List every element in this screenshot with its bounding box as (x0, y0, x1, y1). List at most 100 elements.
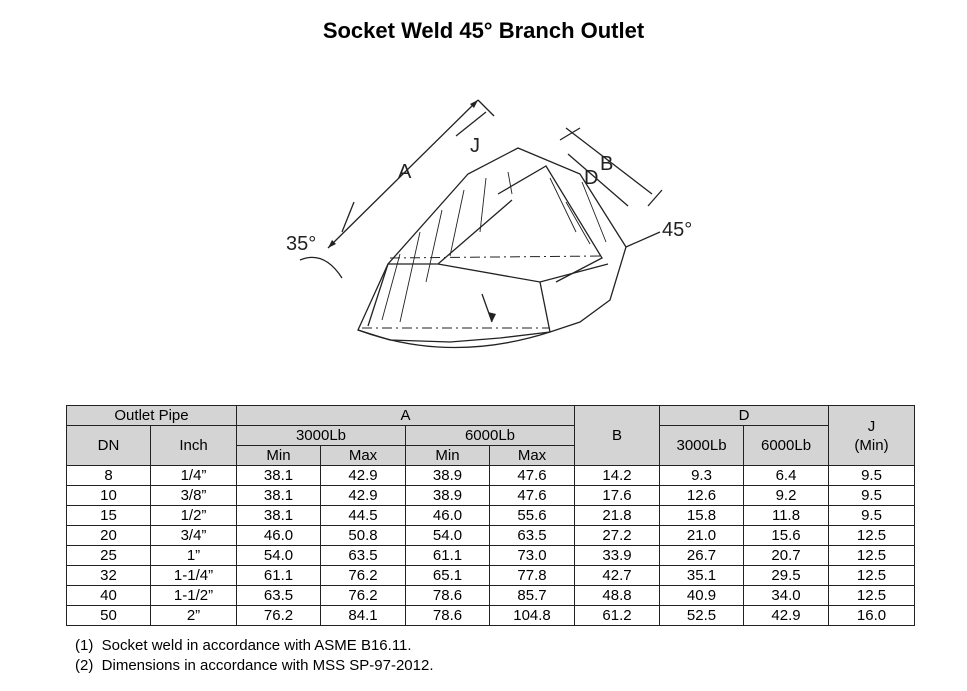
cell-j: 9.5 (828, 505, 916, 526)
table-row: 25 1” 54.0 63.5 61.1 73.0 33.9 26.7 20.7… (66, 545, 916, 566)
table-row: 50 2” 76.2 84.1 78.6 104.8 61.2 52.5 42.… (66, 605, 916, 626)
cell-d-3000: 12.6 (659, 485, 745, 506)
cell-a-6000-max: 55.6 (488, 505, 576, 526)
cell-inch: 1/4” (150, 465, 237, 486)
label-b: B (600, 153, 613, 175)
cell-a-6000-min: 61.1 (405, 545, 490, 566)
cell-a-6000-max: 73.0 (488, 545, 576, 566)
cell-a-3000-min: 61.1 (236, 565, 321, 586)
cell-d-3000: 35.1 (659, 565, 745, 586)
footnote-2: (2) Dimensions in accordance with MSS SP… (75, 657, 434, 674)
body-outline (357, 147, 627, 343)
header-min-3000: Min (236, 445, 321, 466)
cell-b: 33.9 (574, 545, 661, 566)
label-d: D (584, 167, 598, 189)
table-row: 10 3/8” 38.1 42.9 38.9 47.6 17.6 12.6 9.… (66, 485, 916, 506)
cell-d-6000: 6.4 (743, 465, 830, 486)
header-max-3000: Max (320, 445, 406, 466)
label-j: J (470, 135, 480, 157)
cell-dn: 32 (66, 565, 151, 586)
header-d-3000: 3000Lb (659, 425, 745, 466)
cell-a-6000-min: 78.6 (405, 585, 490, 606)
cell-dn: 50 (66, 605, 151, 626)
cell-dn: 15 (66, 505, 151, 526)
branch-outlet-drawing: A J B D 35° 45° (286, 99, 692, 349)
cell-a-3000-max: 50.8 (320, 525, 406, 546)
label-angle-45: 45° (662, 219, 692, 241)
cell-b: 27.2 (574, 525, 661, 546)
cell-a-3000-min: 76.2 (236, 605, 321, 626)
header-a-3000: 3000Lb (236, 425, 406, 446)
cell-b: 42.7 (574, 565, 661, 586)
header-j: J (Min) (828, 405, 916, 466)
header-a-6000: 6000Lb (404, 425, 576, 446)
cell-j: 9.5 (828, 485, 916, 506)
cell-b: 14.2 (574, 465, 661, 486)
dimensions-table: Outlet Pipe A B D J (Min) DN Inch 3000Lb… (66, 405, 916, 626)
cell-j: 12.5 (828, 525, 916, 546)
cell-d-3000: 52.5 (659, 605, 745, 626)
cell-a-6000-max: 63.5 (488, 525, 576, 546)
cell-inch: 1-1/4” (150, 565, 237, 586)
cell-j: 9.5 (828, 465, 916, 486)
cell-inch: 3/4” (150, 525, 237, 546)
cell-b: 61.2 (574, 605, 661, 626)
header-max-6000: Max (488, 445, 576, 466)
cell-d-3000: 26.7 (659, 545, 745, 566)
cell-j: 12.5 (828, 545, 916, 566)
header-b: B (574, 405, 661, 466)
page-title: Socket Weld 45° Branch Outlet (322, 18, 645, 43)
cell-a-6000-max: 104.8 (488, 605, 576, 626)
cell-a-3000-min: 46.0 (236, 525, 321, 546)
header-d: D (659, 405, 830, 426)
cell-inch: 3/8” (150, 485, 237, 506)
cell-a-6000-min: 54.0 (405, 525, 490, 546)
cell-d-6000: 42.9 (743, 605, 830, 626)
cell-d-3000: 40.9 (659, 585, 745, 606)
label-a: A (398, 161, 412, 183)
cell-a-6000-max: 47.6 (488, 485, 576, 506)
table-row: 32 1-1/4” 61.1 76.2 65.1 77.8 42.7 35.1 … (66, 565, 916, 586)
cell-b: 17.6 (574, 485, 661, 506)
cell-d-3000: 15.8 (659, 505, 745, 526)
cell-inch: 1-1/2” (150, 585, 237, 606)
cell-d-6000: 9.2 (743, 485, 830, 506)
header-d-6000: 6000Lb (743, 425, 830, 466)
cell-d-6000: 34.0 (743, 585, 830, 606)
header-dn: DN (66, 425, 151, 466)
cell-a-3000-max: 84.1 (320, 605, 406, 626)
cell-a-6000-min: 38.9 (405, 465, 490, 486)
cell-dn: 20 (66, 525, 151, 546)
cell-inch: 1/2” (150, 505, 237, 526)
cell-inch: 2” (150, 605, 237, 626)
cell-a-6000-min: 38.9 (405, 485, 490, 506)
cell-j: 16.0 (828, 605, 916, 626)
header-a: A (235, 405, 576, 426)
cell-dn: 25 (66, 545, 151, 566)
cell-j: 12.5 (828, 585, 916, 606)
cell-a-6000-min: 65.1 (405, 565, 490, 586)
header-j-sub: (Min) (854, 436, 889, 454)
table-row: 20 3/4” 46.0 50.8 54.0 63.5 27.2 21.0 15… (66, 525, 916, 546)
cell-a-6000-max: 77.8 (488, 565, 576, 586)
cell-d-6000: 11.8 (743, 505, 830, 526)
cell-d-6000: 29.5 (743, 565, 830, 586)
cell-a-3000-max: 63.5 (320, 545, 406, 566)
cell-a-6000-min: 78.6 (405, 605, 490, 626)
socket-box (497, 165, 603, 283)
cell-a-3000-max: 44.5 (320, 505, 406, 526)
cell-dn: 8 (66, 465, 151, 486)
table-row: 8 1/4” 38.1 42.9 38.9 47.6 14.2 9.3 6.4 … (66, 465, 916, 486)
cell-d-3000: 9.3 (659, 465, 745, 486)
cell-d-6000: 15.6 (743, 525, 830, 546)
cell-a-3000-min: 63.5 (236, 585, 321, 606)
cell-a-3000-max: 76.2 (320, 565, 406, 586)
cell-a-3000-min: 38.1 (236, 505, 321, 526)
cell-d-6000: 20.7 (743, 545, 830, 566)
cell-dn: 10 (66, 485, 151, 506)
cell-a-3000-min: 38.1 (236, 465, 321, 486)
cell-a-3000-max: 76.2 (320, 585, 406, 606)
cell-d-3000: 21.0 (659, 525, 745, 546)
footnote-1: (1) Socket weld in accordance with ASME … (75, 637, 412, 654)
header-min-6000: Min (405, 445, 490, 466)
